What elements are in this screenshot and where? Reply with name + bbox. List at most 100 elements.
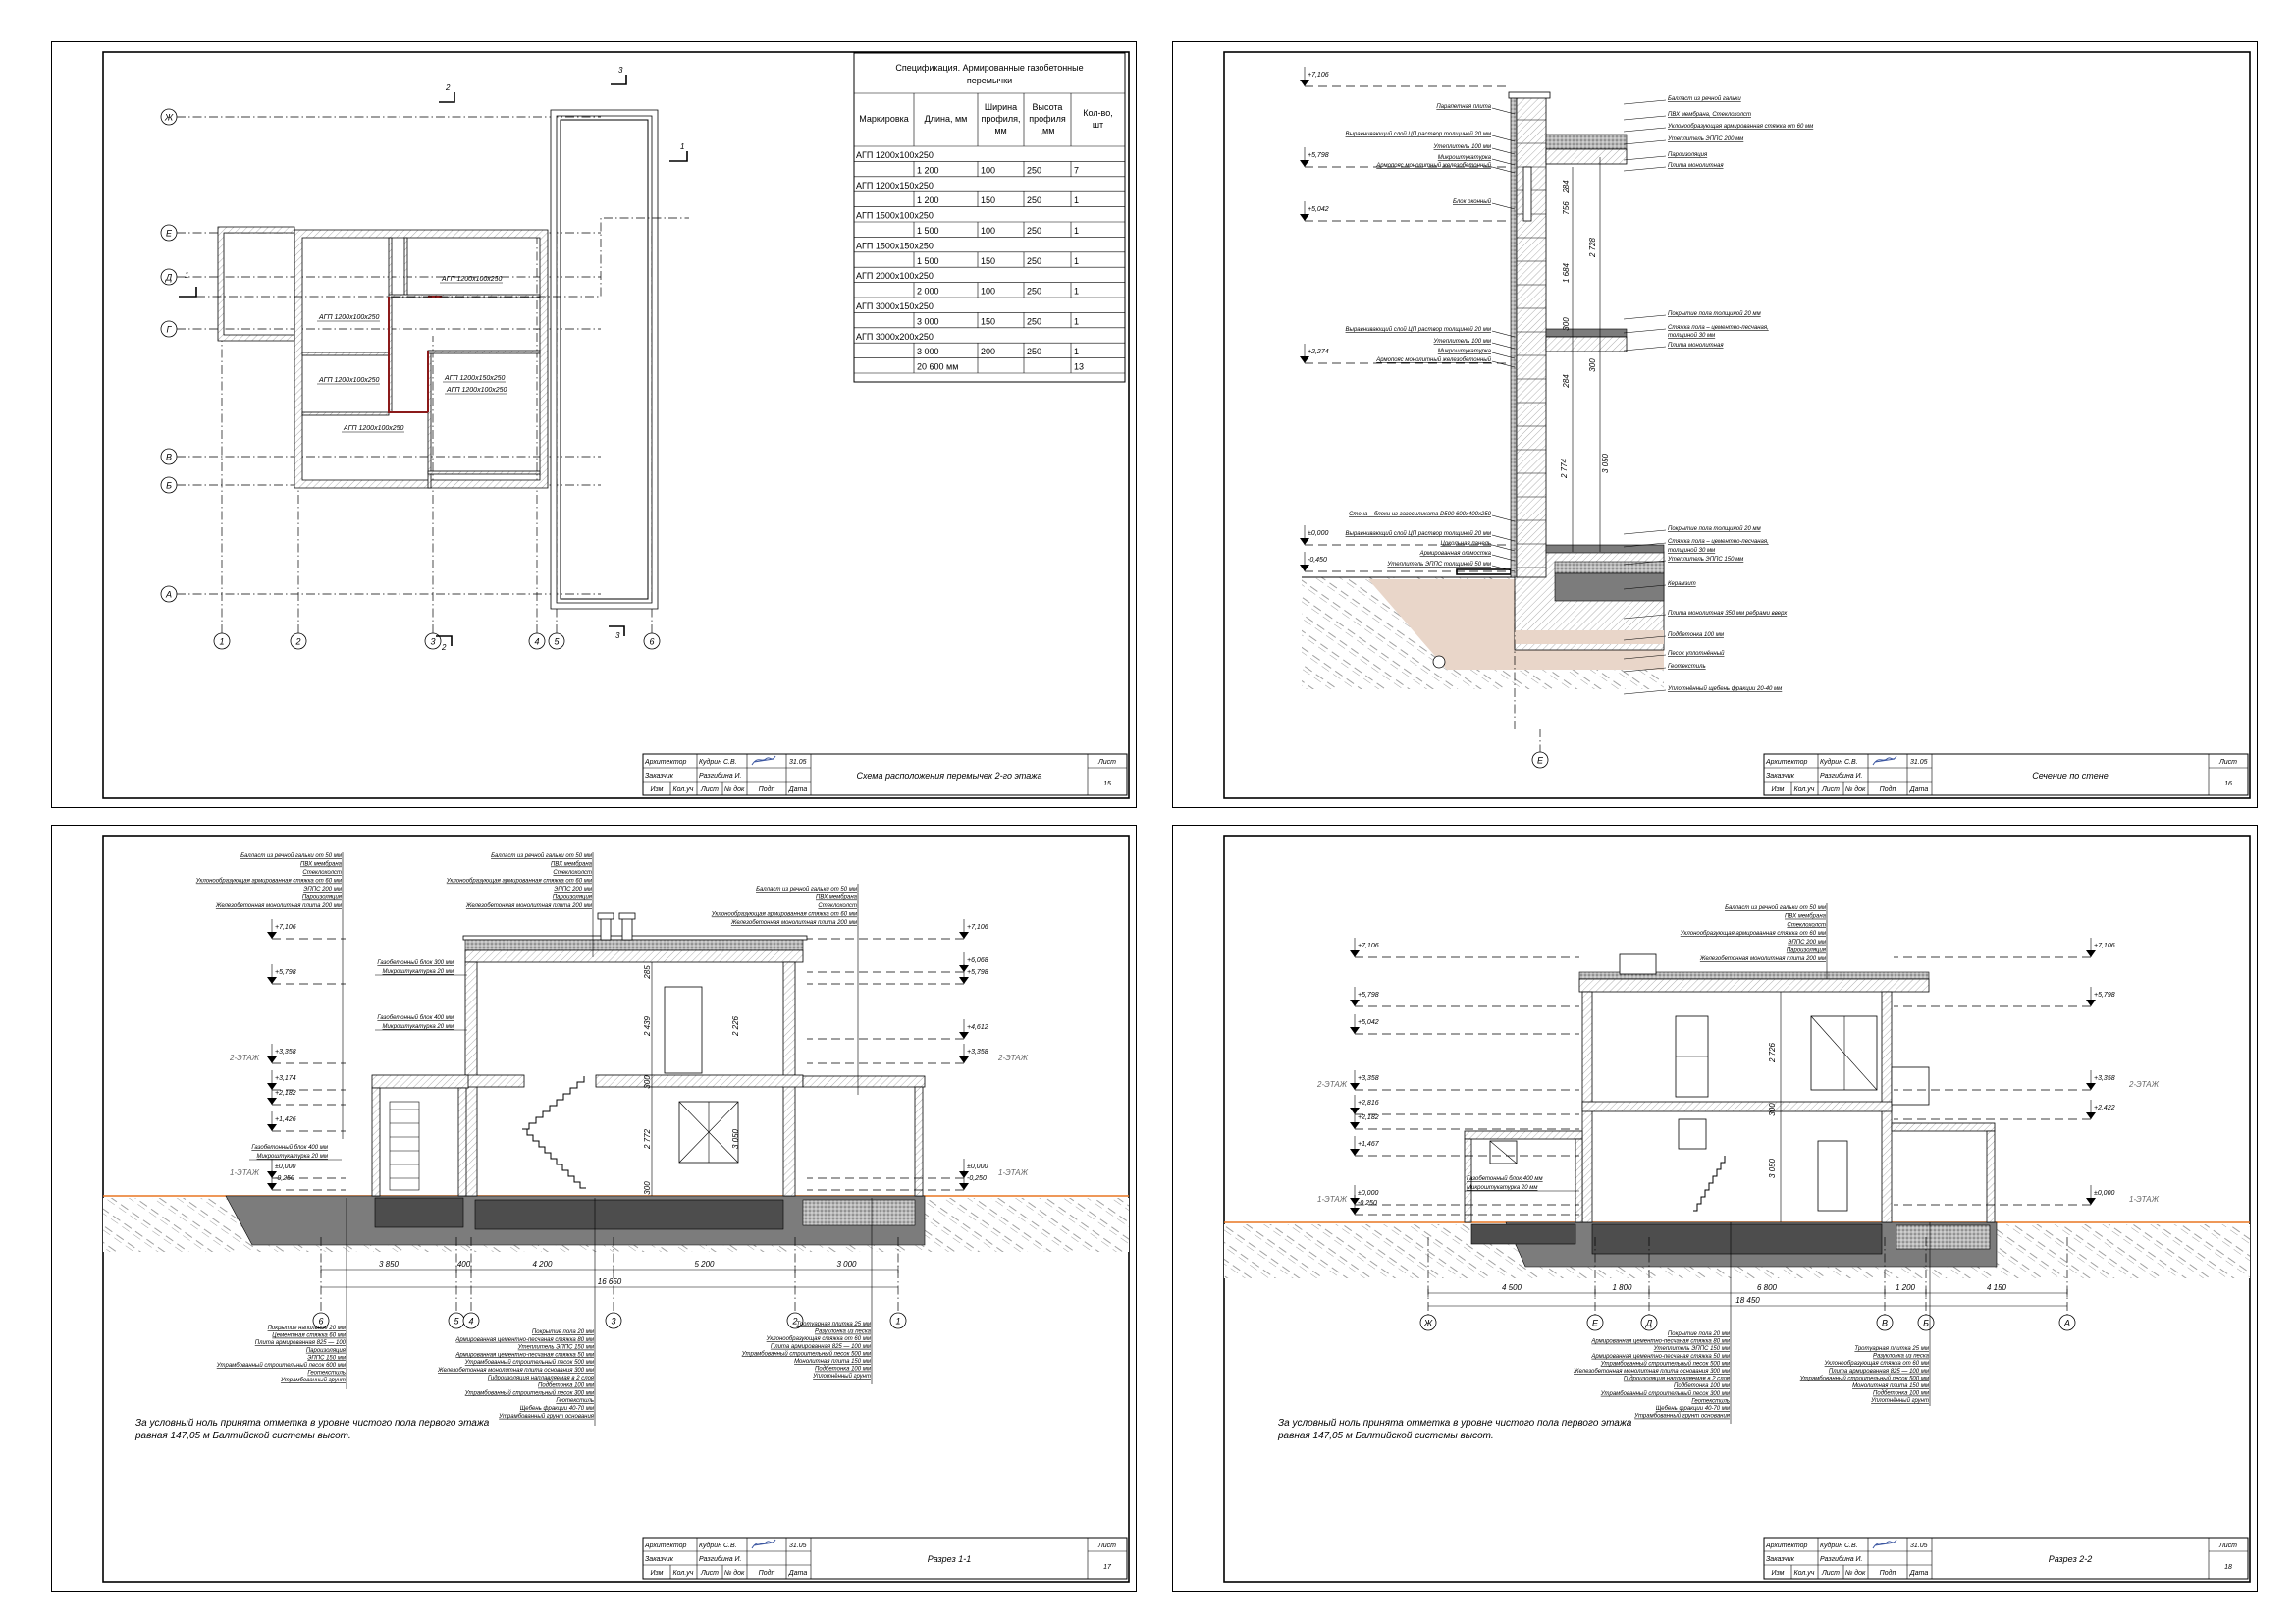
sheet-border	[1172, 41, 2258, 808]
axis-label: Б	[1923, 1319, 1929, 1328]
dimension-value: 1 684	[1562, 262, 1571, 283]
annex-post	[914, 1086, 924, 1197]
garage-wall	[371, 1087, 381, 1197]
table-cell: 150	[981, 195, 995, 205]
floor-finish	[1545, 544, 1665, 554]
level-triangle-icon	[2086, 1198, 2096, 1205]
wall-layer-label: ПВХ мембрана, Стеклохолст	[1668, 112, 1751, 118]
dimension-value: 300	[1768, 1103, 1777, 1116]
leader-line	[1623, 115, 1667, 121]
axis-label: 5	[454, 1317, 459, 1326]
level-mark: +7,106	[275, 924, 296, 931]
table-cell: 250	[1027, 347, 1041, 356]
leader-line	[1623, 314, 1667, 320]
table-header: ,мм	[1041, 126, 1055, 135]
door-2nd-floor	[664, 986, 703, 1074]
note-text: равная 147,05 м Балтийской системы высот…	[1277, 1431, 1494, 1441]
lintel-label: АГП 1200х100х250	[343, 425, 404, 432]
table-cell: 250	[1027, 316, 1041, 326]
level-mark: ±0,000	[1358, 1190, 1378, 1197]
text: Подбетонка 100 мм	[1674, 1383, 1730, 1389]
level-triangle-icon	[2086, 950, 2096, 957]
title-block	[642, 753, 1128, 796]
backfill-sand	[1368, 579, 1664, 670]
wall-layer-label: Выравнивающий слой ЦП раствор толщиной 2…	[1346, 530, 1491, 537]
text: Армированная цементно-песчаная стяжка 50…	[1590, 1354, 1730, 1360]
floor-slab	[464, 1074, 525, 1088]
text: Подбетонка 100 мм	[1873, 1391, 1929, 1397]
table-cell: 3 000	[917, 347, 939, 356]
wall-layer-label: Утеплитель ЭППС 150 мм	[1667, 557, 1743, 563]
text: Балласт из речной гальки от 50 мм	[240, 852, 342, 859]
text: Утеплитель ЭППС 150 мм	[1653, 1346, 1730, 1352]
title-block-column-label: Подп	[759, 785, 775, 793]
wall-layer-label: Уклонообразующая армированная стяжка от …	[1667, 124, 1813, 130]
signature-icon	[1872, 755, 1897, 766]
leader-line	[1623, 127, 1667, 133]
title-block-column-label: Подп	[1880, 785, 1896, 793]
wall-label: Газобетонный блок 300 мм	[377, 959, 454, 966]
title-block-column-label: Кол.уч	[1794, 786, 1815, 793]
table-header: профиля,	[982, 114, 1021, 124]
signature-icon	[751, 1539, 776, 1549]
leader-line	[1491, 330, 1516, 338]
text: Цементная стяжка 60 мм	[272, 1333, 346, 1339]
dimension-value: 2 774	[1560, 458, 1569, 479]
floor-finish	[1545, 328, 1628, 338]
dimension-value: 284	[1562, 180, 1571, 194]
level-triangle-icon	[267, 1098, 277, 1105]
leader-line	[1623, 584, 1667, 590]
table-mark: АГП 2000х100х250	[856, 271, 934, 281]
section-mark-label: 2	[441, 643, 447, 652]
leader-line	[1491, 107, 1516, 115]
level-triangle-icon	[1300, 565, 1309, 571]
table-cell: 1 200	[917, 165, 939, 175]
chimney	[621, 917, 633, 941]
section-cut-mark	[436, 635, 453, 646]
text: Балласт из речной гальки от 50 мм	[491, 852, 592, 859]
chimney	[600, 917, 612, 941]
dimension-value: 3 000	[836, 1260, 857, 1269]
customer-role: Заказчик	[645, 1556, 674, 1563]
wall-layer-label: Микроштукатурка	[1438, 155, 1492, 161]
dimension-value: 2 726	[1768, 1042, 1777, 1063]
wall-label: Газобетонный блок 400 мм	[251, 1144, 328, 1151]
leader-line	[1491, 166, 1516, 174]
table-header: профиля	[1029, 114, 1066, 124]
table-header: Маркировка	[859, 114, 909, 124]
floor-label: 1-ЭТАЖ	[998, 1168, 1029, 1177]
roof-slab	[1545, 148, 1628, 165]
text: Разуклонка из песка	[1873, 1354, 1930, 1360]
customer-role: Заказчик	[1766, 1556, 1795, 1563]
level-triangle-icon	[267, 1056, 277, 1063]
table-cell: 250	[1027, 226, 1041, 236]
leader-line	[1491, 342, 1516, 350]
level-mark: +5,798	[275, 969, 296, 976]
axis-label: Д	[1645, 1319, 1653, 1328]
level-mark: ±0,000	[275, 1164, 295, 1170]
floor-slab	[1581, 1101, 1893, 1112]
dimension-value: 400	[457, 1260, 471, 1269]
axis-bubble	[786, 1312, 804, 1329]
dimension-value: 3 050	[731, 1128, 740, 1149]
sign-date: 31.05	[789, 759, 807, 766]
text: Пароизоляция	[306, 1348, 347, 1354]
level-triangle-icon	[1350, 1149, 1360, 1156]
title-block-column-label: № док	[724, 1569, 745, 1577]
leader-line	[1623, 139, 1667, 145]
title-block-column-label: Кол.уч	[673, 1570, 694, 1577]
wall-layer-label: Стена – блоки из газосиликата D500 600х4…	[1349, 512, 1492, 517]
leader-line	[1623, 635, 1667, 641]
level-mark: +5,042	[1308, 206, 1329, 213]
exterior-wall	[294, 229, 549, 489]
drawing-frame	[102, 51, 1130, 799]
level-mark: +5,042	[1358, 1019, 1379, 1026]
title-block	[1763, 1537, 2249, 1580]
table-cell: 250	[1027, 287, 1041, 297]
text: Плита армированная 825 — 100 мм	[771, 1344, 871, 1350]
leader-line	[1623, 166, 1667, 172]
